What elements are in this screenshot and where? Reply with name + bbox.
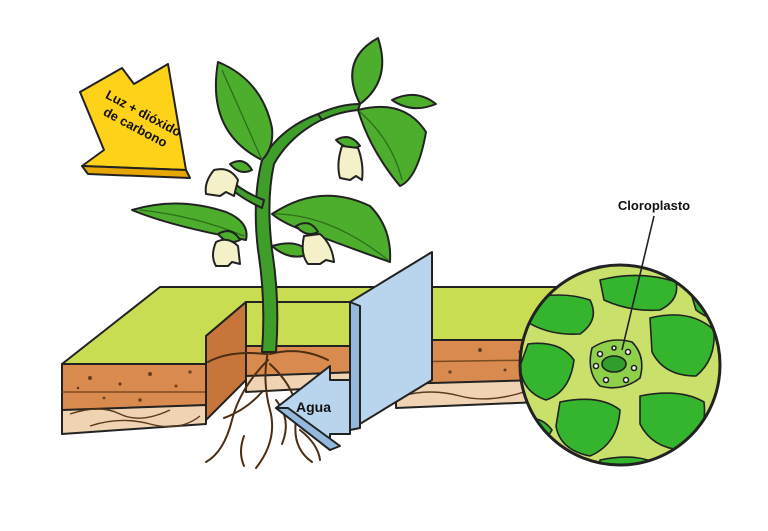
leaf-right-upper: [357, 105, 427, 187]
light-co2-arrow: [79, 63, 191, 179]
leaf-far-right: [391, 93, 437, 110]
water-arrow: [275, 251, 433, 451]
soil-roots-right: [401, 389, 531, 400]
soil-bottom-left: [61, 404, 207, 435]
soil-roots-left: [69, 408, 201, 428]
flower-3: [212, 238, 241, 267]
plant-leaves: [131, 37, 437, 263]
chloroplast: [589, 339, 643, 389]
ground-block-left: [61, 286, 433, 435]
chloroplast-magnifier: [518, 215, 722, 467]
water-label: Agua: [296, 399, 331, 415]
flower-1: [204, 168, 239, 197]
plant-flowers: [204, 145, 364, 267]
flower-4: [301, 233, 335, 265]
leaf-top-right: [351, 37, 384, 105]
chloroplast-label: Cloroplasto: [618, 198, 690, 213]
soil-speckles-left: [76, 370, 192, 402]
flower-2: [337, 145, 364, 181]
chloroplast-pointer: [621, 215, 655, 351]
